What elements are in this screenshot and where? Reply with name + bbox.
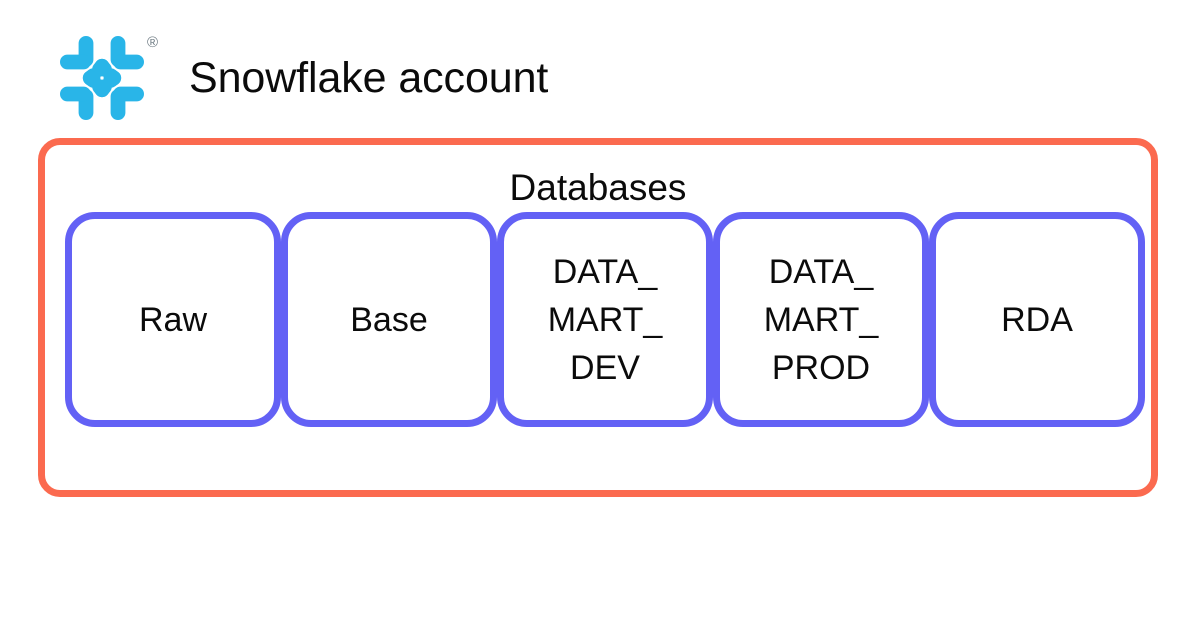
database-box-data-mart-dev[interactable]: DATA_ MART_ DEV [497,212,713,427]
account-header: ® Snowflake account [52,28,548,128]
snowflake-logo-icon [59,35,144,120]
page-title: Snowflake account [189,53,549,102]
database-label: Raw [138,300,208,339]
databases-label: Databases [509,167,687,208]
database-box-base[interactable]: Base [281,212,497,427]
snowflake-logo: ® [52,28,158,128]
database-label: DATA_ MART_ PROD [763,252,879,387]
database-box-raw[interactable]: Raw [65,212,281,427]
registered-trademark-icon: ® [146,34,158,51]
databases-row: Raw Base DATA_ MART_ DEV DATA_ MART_ PRO… [65,212,1145,427]
database-box-data-mart-prod[interactable]: DATA_ MART_ PROD [713,212,929,427]
database-box-rda[interactable]: RDA [929,212,1145,427]
database-label: Base [350,300,428,339]
database-label: DATA_ MART_ DEV [547,252,663,387]
databases-container: Databases Raw Base DATA_ MART_ DEV DATA_… [38,138,1158,497]
database-label: RDA [1001,300,1073,339]
